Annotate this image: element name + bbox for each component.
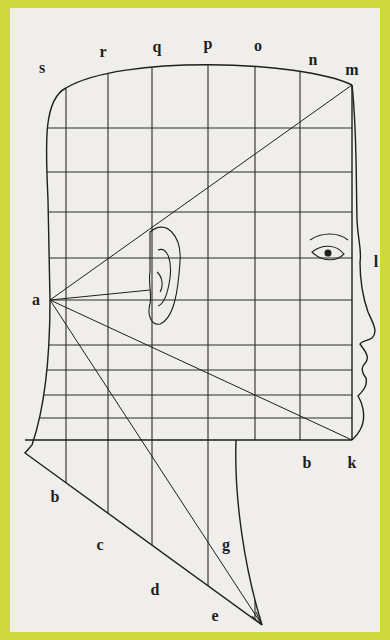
point-letter: e (211, 608, 218, 624)
point-letter: b (51, 489, 60, 505)
point-letter: d (151, 582, 160, 598)
point-letter: g (222, 537, 230, 553)
point-letter: n (309, 52, 318, 68)
grid (0, 40, 352, 640)
construction-lines (50, 85, 352, 625)
point-letter: k (348, 455, 357, 471)
point-letter: c (96, 537, 103, 553)
point-letter: o (254, 38, 262, 54)
point-letter: a (32, 292, 40, 308)
head-outline (25, 65, 375, 625)
point-letter: p (204, 36, 213, 52)
point-letter: q (153, 39, 162, 55)
point-letter: b (303, 455, 312, 471)
point-letter: r (99, 44, 106, 60)
point-letter: l (374, 254, 378, 270)
ear-and-eye (149, 227, 348, 324)
point-letter: s (39, 60, 45, 76)
point-letter: m (345, 62, 358, 78)
